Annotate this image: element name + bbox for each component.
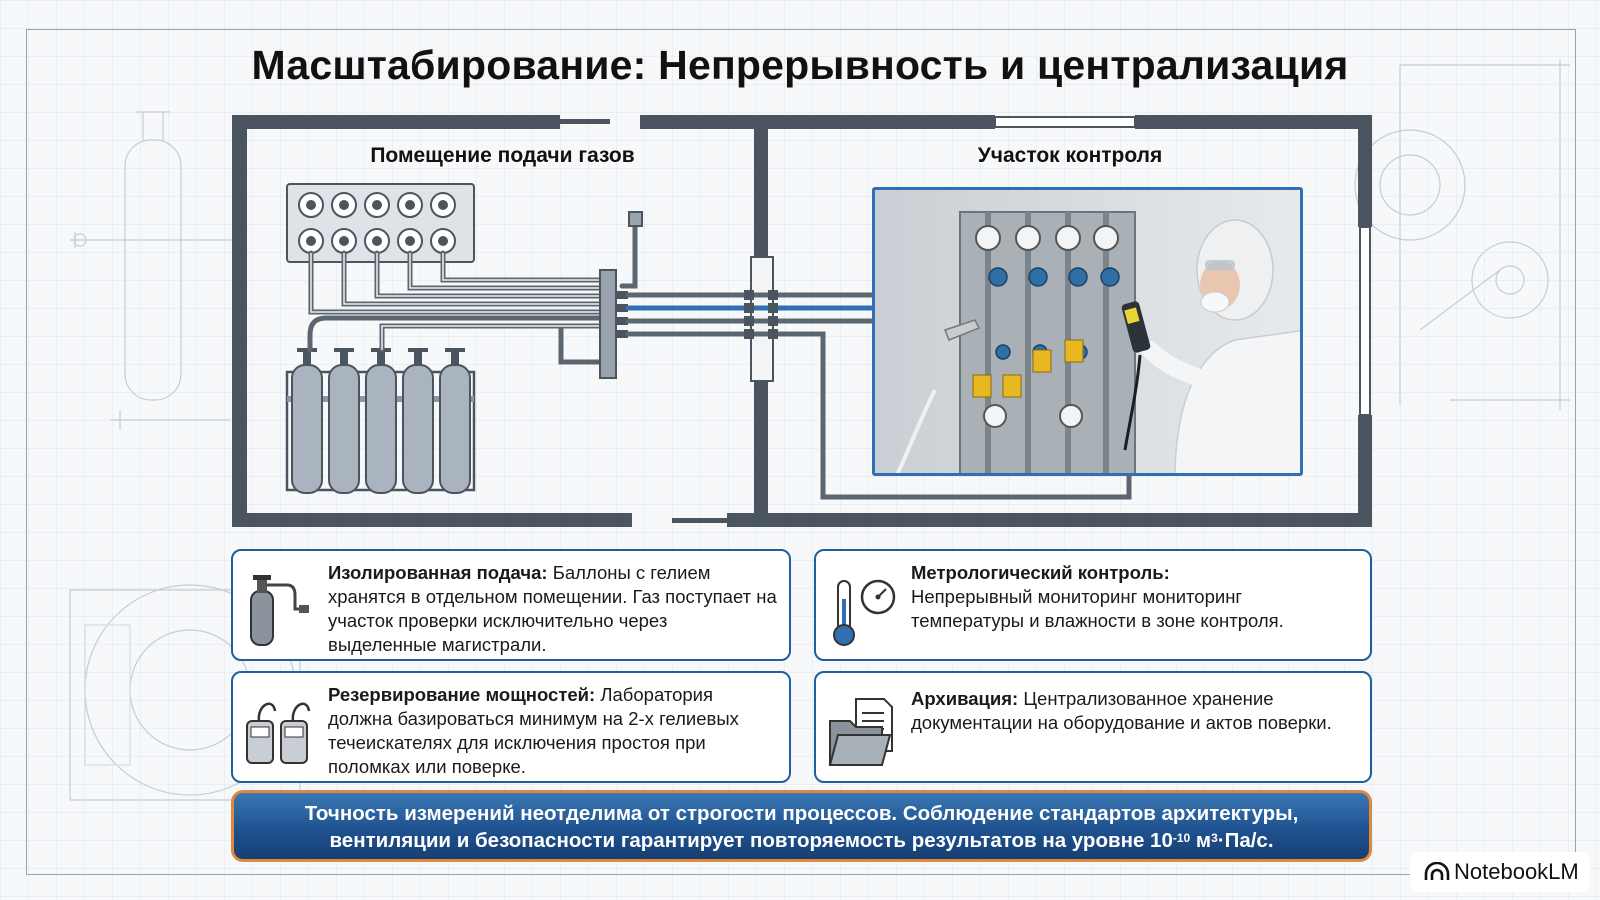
- card-title: Архивация:: [911, 688, 1019, 709]
- card-body: Непрерывный мониторинг мониторинг темпер…: [911, 586, 1284, 631]
- summary-banner: Точность измерений неотделима от строгос…: [231, 790, 1372, 862]
- wall-partition: [754, 129, 768, 269]
- banner-line-1: Точность измерений неотделима от строгос…: [304, 802, 1299, 825]
- gas-manifold: [599, 211, 643, 379]
- card-title: Резервирование мощностей:: [328, 684, 596, 705]
- wall-bottom-right: [727, 513, 1372, 527]
- brand-label: NotebookLM: [1454, 859, 1579, 884]
- leak-detectors-icon: [243, 691, 313, 771]
- supply-room-label: Помещение подачи газов: [370, 144, 635, 167]
- page-title: Масштабирование: Непрерывность и централ…: [251, 42, 1349, 88]
- technician-figure: [1121, 219, 1300, 473]
- thermometer-gauge-icon: [826, 569, 896, 649]
- wall-bottom-left: [232, 513, 632, 527]
- card-body: Лаборатория должна базироваться минимум …: [328, 684, 739, 777]
- card-capacity-reserve: Резервирование мощностей: Лаборатория до…: [231, 671, 791, 783]
- wall-right: [1358, 115, 1372, 227]
- card-body: Централизованное хранение документации н…: [911, 688, 1332, 733]
- control-room-label: Участок контроля: [977, 144, 1163, 167]
- card-body: Баллоны с гелием хранятся в отдельном по…: [328, 562, 777, 655]
- gas-cylinder-icon: [243, 569, 313, 649]
- card-title: Изолированная подача:: [328, 562, 548, 583]
- notebooklm-logo-icon: [1424, 862, 1450, 880]
- control-area-photo: [872, 187, 1303, 476]
- notebooklm-badge[interactable]: NotebookLM: [1410, 852, 1590, 892]
- regulator-panel: [286, 183, 475, 263]
- exponent: -10: [1172, 831, 1191, 845]
- wall-top-right: [640, 115, 995, 129]
- wall-left: [232, 115, 247, 527]
- outer-frame: [26, 29, 1576, 875]
- window-right: [1359, 226, 1371, 416]
- unit-exponent: 3: [1211, 831, 1218, 845]
- card-title: Метрологический контроль:: [911, 562, 1170, 583]
- card-metrology-control: Метрологический контроль: Непрерывный мон…: [814, 549, 1372, 661]
- banner-line-2: вентиляции и безопасности гарантирует по…: [329, 829, 1274, 852]
- card-isolated-supply: Изолированная подача: Баллоны с гелием х…: [231, 549, 791, 661]
- card-archiving: Архивация: Централизованное хранение док…: [814, 671, 1372, 783]
- folder-documents-icon: [826, 691, 896, 771]
- cylinder-bank: [285, 348, 476, 494]
- wall-top-left: [232, 115, 560, 129]
- window-top: [994, 116, 1136, 128]
